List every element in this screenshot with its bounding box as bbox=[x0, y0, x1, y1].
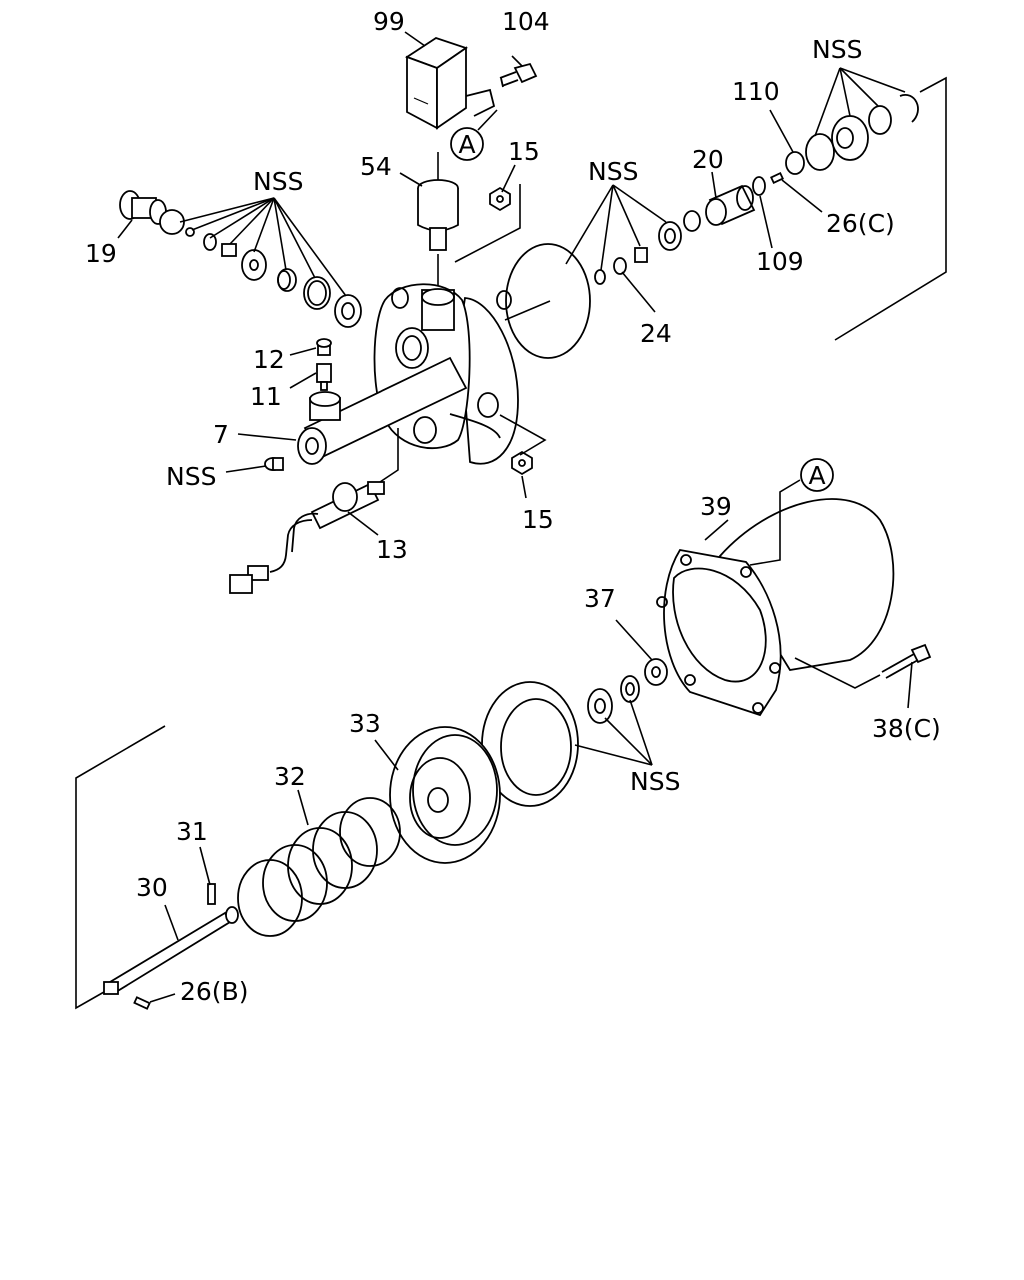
ref-a-right: A bbox=[800, 458, 834, 492]
seal-kit-top-right bbox=[805, 94, 919, 171]
label-20: 20 bbox=[692, 145, 724, 174]
label-nss-mid: NSS bbox=[588, 157, 638, 186]
part-20-piston bbox=[705, 184, 756, 226]
label-38c: 38(C) bbox=[872, 714, 941, 743]
part-37-nut bbox=[644, 658, 668, 686]
gasket-seal bbox=[505, 243, 591, 359]
part-54-switch bbox=[417, 152, 459, 290]
part-31-pin bbox=[207, 883, 216, 905]
label-15-top: 15 bbox=[508, 137, 540, 166]
label-26b: 26(B) bbox=[180, 977, 248, 1006]
part-39-cover bbox=[656, 498, 895, 717]
ref-a-top-text: A bbox=[458, 130, 475, 159]
part-32-spring bbox=[237, 797, 401, 937]
label-110: 110 bbox=[732, 77, 780, 106]
label-nss-plug: NSS bbox=[166, 462, 216, 491]
label-7: 7 bbox=[213, 420, 229, 449]
label-13: 13 bbox=[376, 535, 408, 564]
seal-kit-left bbox=[185, 227, 362, 328]
label-nss-bottom: NSS bbox=[630, 767, 680, 796]
label-39: 39 bbox=[700, 492, 732, 521]
label-32: 32 bbox=[274, 762, 306, 791]
part-38c-bolt bbox=[881, 643, 932, 679]
label-12: 12 bbox=[253, 345, 285, 374]
part-30-rod bbox=[103, 906, 239, 995]
label-109: 109 bbox=[756, 247, 804, 276]
part-19-fitting bbox=[119, 190, 185, 235]
part-109-ring bbox=[752, 176, 766, 196]
part-15-nut-top bbox=[489, 186, 511, 212]
part-99-bracket bbox=[405, 37, 496, 130]
seal-kit-right bbox=[594, 210, 701, 285]
boundary-frame-top-right bbox=[834, 76, 947, 341]
part-12-plug bbox=[316, 338, 332, 356]
boundary-frame-bottom-left bbox=[75, 725, 166, 1010]
ref-a-top: A bbox=[450, 127, 484, 161]
part-26b-pin bbox=[133, 996, 151, 1010]
label-99: 99 bbox=[373, 7, 405, 36]
label-30: 30 bbox=[136, 873, 168, 902]
seal-ring-nss bbox=[481, 681, 579, 807]
label-33: 33 bbox=[349, 709, 381, 738]
label-26c: 26(C) bbox=[826, 209, 895, 238]
leader-lines bbox=[117, 31, 913, 1003]
label-24: 24 bbox=[640, 319, 672, 348]
label-104: 104 bbox=[502, 7, 550, 36]
part-26c-pin bbox=[770, 171, 784, 185]
label-nss-top-right: NSS bbox=[812, 35, 862, 64]
label-11: 11 bbox=[250, 382, 282, 411]
label-15-bottom: 15 bbox=[522, 505, 554, 534]
bearing-nss bbox=[587, 688, 613, 724]
part-15-nut-bottom bbox=[511, 450, 533, 476]
label-54: 54 bbox=[360, 152, 392, 181]
main-housing bbox=[297, 283, 519, 465]
part-110-spacer bbox=[785, 151, 805, 175]
washer-nss bbox=[620, 675, 640, 703]
label-nss-left: NSS bbox=[253, 167, 303, 196]
part-33-plate bbox=[389, 726, 501, 864]
part-11-valve bbox=[316, 363, 332, 391]
ref-a-right-text: A bbox=[808, 461, 825, 490]
label-37: 37 bbox=[584, 584, 616, 613]
label-19: 19 bbox=[85, 239, 117, 268]
part-104-bolt bbox=[499, 55, 538, 88]
plug-nss bbox=[264, 457, 284, 471]
part-13-sensor bbox=[229, 481, 385, 594]
label-31: 31 bbox=[176, 817, 208, 846]
part-labels: 99 104 54 15 NSS 19 12 11 7 NSS 15 13 NS… bbox=[85, 7, 941, 1006]
